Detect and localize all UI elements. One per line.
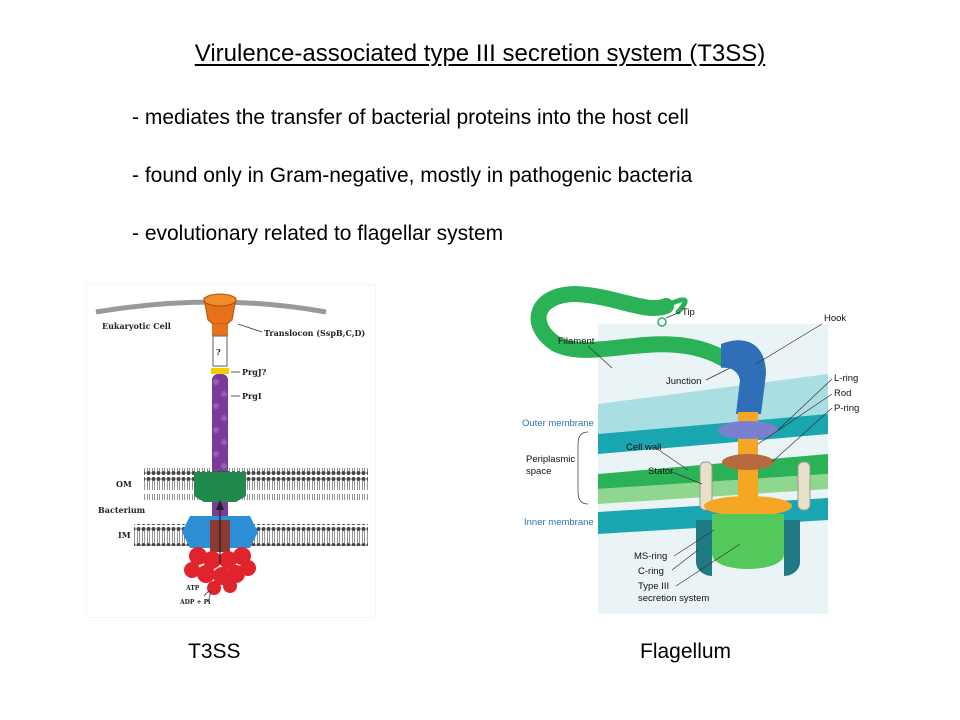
label-cell-wall: Cell wall xyxy=(626,442,661,453)
unknown-segment xyxy=(212,335,228,367)
l-ring xyxy=(718,421,778,439)
label-im: IM xyxy=(118,530,131,540)
caption-t3ss: T3SS xyxy=(188,640,241,663)
outer-membrane xyxy=(144,468,368,500)
hook xyxy=(721,340,766,414)
label-junction: Junction xyxy=(666,376,701,387)
label-om: OM xyxy=(116,479,132,489)
label-type-iii: Type III xyxy=(638,581,669,592)
filament xyxy=(530,285,734,368)
label-hook: Hook xyxy=(824,313,846,324)
label-l-ring: L-ring xyxy=(834,373,858,384)
label-bacterium: Bacterium xyxy=(98,505,146,515)
label-translocon: Translocon (SspB,C,D) xyxy=(264,328,365,338)
bullet-item: - found only in Gram-negative, mostly in… xyxy=(132,164,693,187)
label-periplasmic: Periplasmic xyxy=(526,454,575,465)
bullet-item: - evolutionary related to flagellar syst… xyxy=(132,222,504,245)
label-stator: Stator xyxy=(648,466,673,477)
flagellum-diagram: Tip Filament Hook Junction L-ring Rod P-… xyxy=(522,285,859,614)
label-outer-membrane: Outer membrane xyxy=(522,418,594,429)
bullet-item: - mediates the transfer of bacterial pro… xyxy=(132,106,689,129)
label-space: space xyxy=(526,466,551,477)
label-filament: Filament xyxy=(558,336,595,347)
om-ring xyxy=(194,472,246,502)
bullet-list: - mediates the transfer of bacterial pro… xyxy=(132,104,692,278)
prgj xyxy=(211,368,229,374)
label-ms-ring: MS-ring xyxy=(634,551,667,562)
label-prgj: PrgJ? xyxy=(242,367,267,377)
t3ss-diagram: Eukaryotic Cell Translocon (SspB,C,D) ? … xyxy=(86,284,376,618)
ms-ring xyxy=(712,514,784,569)
label-tip: Tip xyxy=(682,307,695,318)
label-inner-membrane: Inner membrane xyxy=(524,517,594,528)
label-eukaryotic-cell: Eukaryotic Cell xyxy=(102,321,171,331)
label-c-ring: C-ring xyxy=(638,566,664,577)
label-question: ? xyxy=(216,347,221,357)
slide-title: Virulence-associated type III secretion … xyxy=(194,40,766,67)
caption-flagellum: Flagellum xyxy=(640,640,732,663)
p-ring xyxy=(722,454,774,470)
atpase xyxy=(184,547,256,595)
label-p-ring: P-ring xyxy=(834,403,859,414)
label-adp: ADP + Pi xyxy=(179,599,211,606)
label-secretion-system: secretion system xyxy=(638,593,709,604)
label-atp: ATP xyxy=(185,585,200,592)
label-prgi: PrgI xyxy=(242,391,262,401)
label-rod: Rod xyxy=(834,388,851,399)
stator xyxy=(699,461,713,511)
